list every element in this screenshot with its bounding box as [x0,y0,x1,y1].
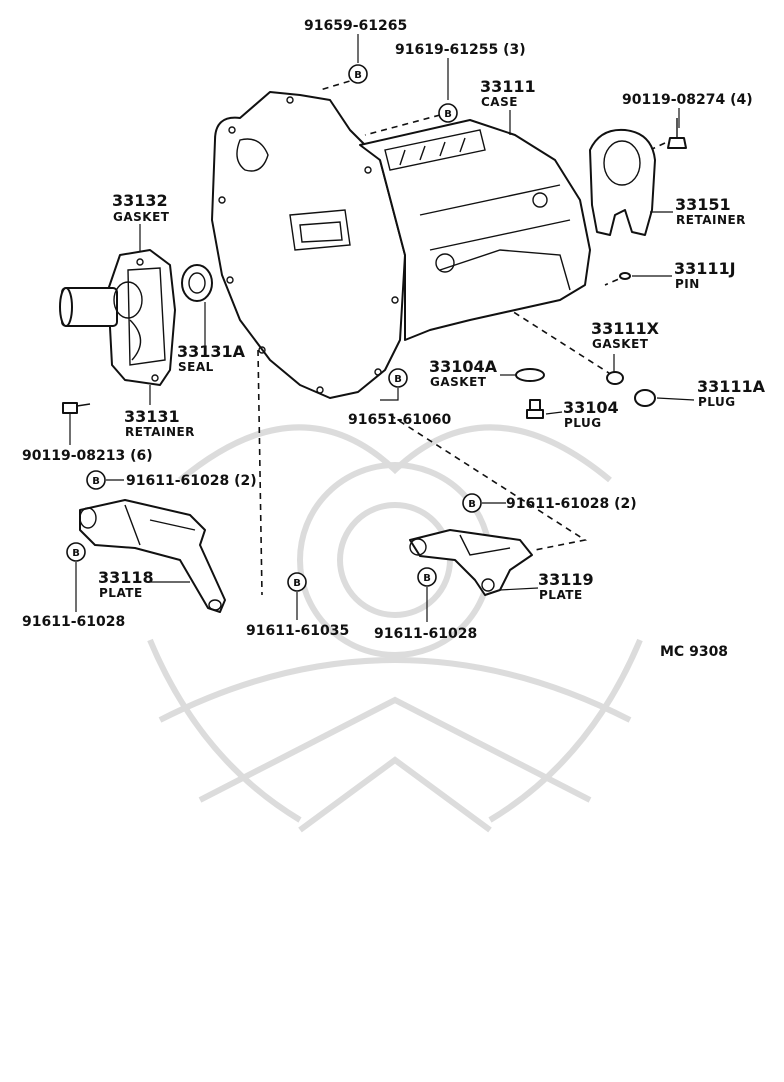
bolt-marker-91651: B [388,368,408,388]
bolt-marker-91619: B [438,103,458,123]
part-number-91651-61060: 91651-61060 [348,412,451,428]
bolt-marker-91659: B [348,64,368,84]
part-name-retainer-front: RETAINER [125,425,195,439]
bolt-marker-91611-right: B [462,493,482,513]
part-number-33111j: 33111J [674,259,736,278]
part-labels: 91659-61265 91619-61255 (3) 33111 CASE 9… [22,18,766,660]
transmission-case [211,91,591,399]
svg-text:B: B [394,374,402,385]
part-number-91659-61265: 91659-61265 [304,18,407,34]
front-bearing-retainer [59,249,176,386]
bolt-markers: B B B B B B B B [66,64,482,592]
bolt-marker-91611-left: B [86,470,106,490]
part-number-33118: 33118 [98,568,154,587]
watermark-emblem [147,424,643,833]
part-name-seal: SEAL [178,360,214,374]
svg-text:B: B [468,499,476,510]
part-name-gasket-front: GASKET [113,210,170,224]
oil-seal [181,264,213,302]
rear-retainer [589,128,656,236]
svg-text:B: B [444,109,452,120]
bolt-marker-91611-bottom-left: B [66,542,86,562]
part-name-plate-33119: PLATE [539,588,583,602]
part-number-91619-61255: 91619-61255 (3) [395,42,526,58]
small-hardware [62,118,687,419]
part-name-plug-33111a: PLUG [698,395,736,409]
part-number-91611-61028-right: 91611-61028 (2) [506,496,637,512]
svg-text:B: B [72,548,80,559]
plate-33119 [409,529,533,596]
part-name-gasket-33111x: GASKET [592,337,649,351]
part-number-33111x: 33111X [591,319,660,338]
part-name-retainer-rear: RETAINER [676,213,746,227]
part-name-plate-33118: PLATE [99,586,143,600]
part-number-91611-61028-bottom-left: 91611-61028 [22,614,125,630]
part-number-33104a: 33104A [429,357,498,376]
part-number-90119-08274: 90119-08274 (4) [622,92,753,108]
svg-text:B: B [293,578,301,589]
part-name-case: CASE [481,95,518,109]
part-name-plug-33104: PLUG [564,416,602,430]
catalog-code: MC 9308 [660,644,728,660]
leader-lines [69,34,695,622]
part-number-91611-61028-left: 91611-61028 (2) [126,473,257,489]
plate-33118 [79,499,226,613]
part-number-33132: 33132 [112,191,168,210]
part-number-90119-08213: 90119-08213 (6) [22,448,153,464]
svg-text:B: B [92,476,100,487]
svg-text:B: B [423,573,431,584]
part-number-33111: 33111 [480,77,536,96]
part-number-33111a: 33111A [697,377,766,396]
bolt-marker-91611-61035: B [287,572,307,592]
part-number-33104: 33104 [563,398,619,417]
svg-text:B: B [354,70,362,81]
part-number-33131a: 33131A [177,342,246,361]
part-name-gasket-33104a: GASKET [430,375,487,389]
part-number-33151: 33151 [675,195,731,214]
part-name-pin: PIN [675,277,700,291]
part-number-33131: 33131 [124,407,180,426]
part-number-91611-61035: 91611-61035 [246,623,349,639]
bolt-marker-91611-bottom-right: B [417,567,437,587]
part-number-33119: 33119 [538,570,594,589]
part-number-91611-61028-bottom-right: 91611-61028 [374,626,477,642]
